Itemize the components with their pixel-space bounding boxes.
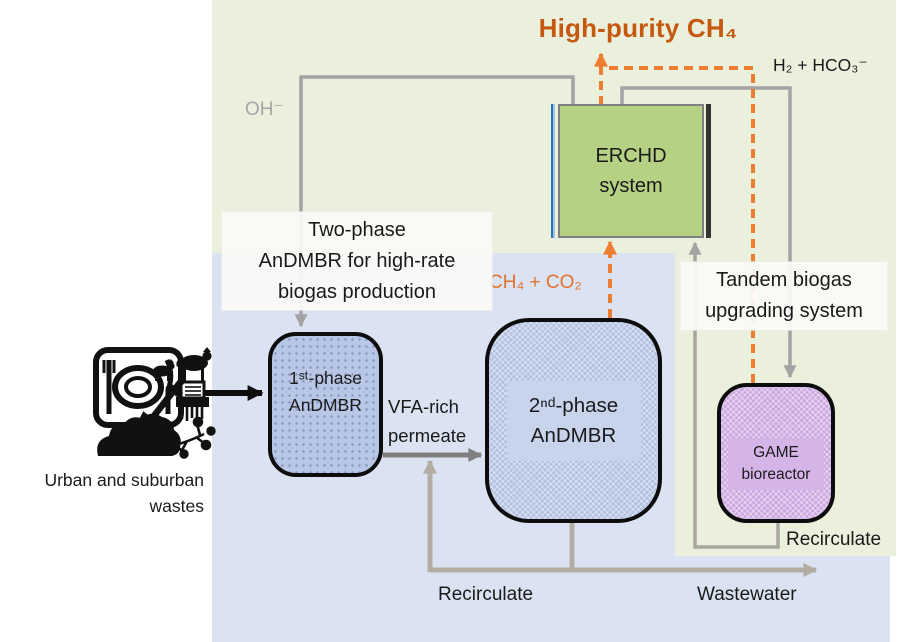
livestock-icon	[153, 347, 212, 381]
ch4-co2-label: CH₄ + CO₂	[489, 272, 582, 293]
phase2-andmbr-label: 2ⁿᵈ-phase AnDMBR	[506, 380, 641, 461]
line-game-recirculate	[688, 241, 780, 549]
oh-label: OH⁻	[245, 99, 284, 120]
tandem-annotation: Tandem biogas upgrading system	[681, 262, 887, 330]
line-oh	[294, 75, 575, 328]
erchd-system-box: ERCHD system	[551, 104, 711, 238]
phase1-andmbr-box: 1ˢᵗ-phase AnDMBR	[268, 332, 383, 477]
diagram-title: High-purity CH₄	[498, 13, 778, 44]
waste-icons	[93, 347, 216, 459]
h2-hco3-label: H₂ + HCO₃⁻	[773, 55, 868, 75]
recirculate-game-label: Recirculate	[786, 529, 882, 550]
erchd-cathode-stripe	[551, 104, 555, 238]
plant-biomass-icon	[159, 416, 216, 459]
game-bioreactor-box: GAME bioreactor	[717, 383, 835, 523]
diagram-title-text: High-purity CH₄	[538, 13, 738, 43]
compost-pile-icon	[97, 379, 185, 456]
erchd-system-label: ERCHD system	[558, 104, 704, 238]
erchd-anode-stripe	[706, 104, 711, 238]
phase1-andmbr-label: 1ˢᵗ-phase AnDMBR	[288, 367, 363, 415]
wastes-caption: Urban and suburban wastes	[44, 470, 204, 516]
phase2-andmbr-box: 2ⁿᵈ-phase AnDMBR	[485, 318, 662, 523]
shredder-icon	[176, 380, 209, 421]
vfa-permeate-label: VFA-rich permeate	[388, 396, 467, 446]
game-bioreactor-label: GAME bioreactor	[728, 438, 824, 490]
wastewater-label: Wastewater	[697, 584, 797, 605]
recirculate-bottom-label: Recirculate	[438, 584, 534, 605]
line-h2-hco3	[620, 86, 797, 379]
two-phase-annotation: Two-phase AnDMBR for high-rate biogas pr…	[222, 212, 492, 310]
